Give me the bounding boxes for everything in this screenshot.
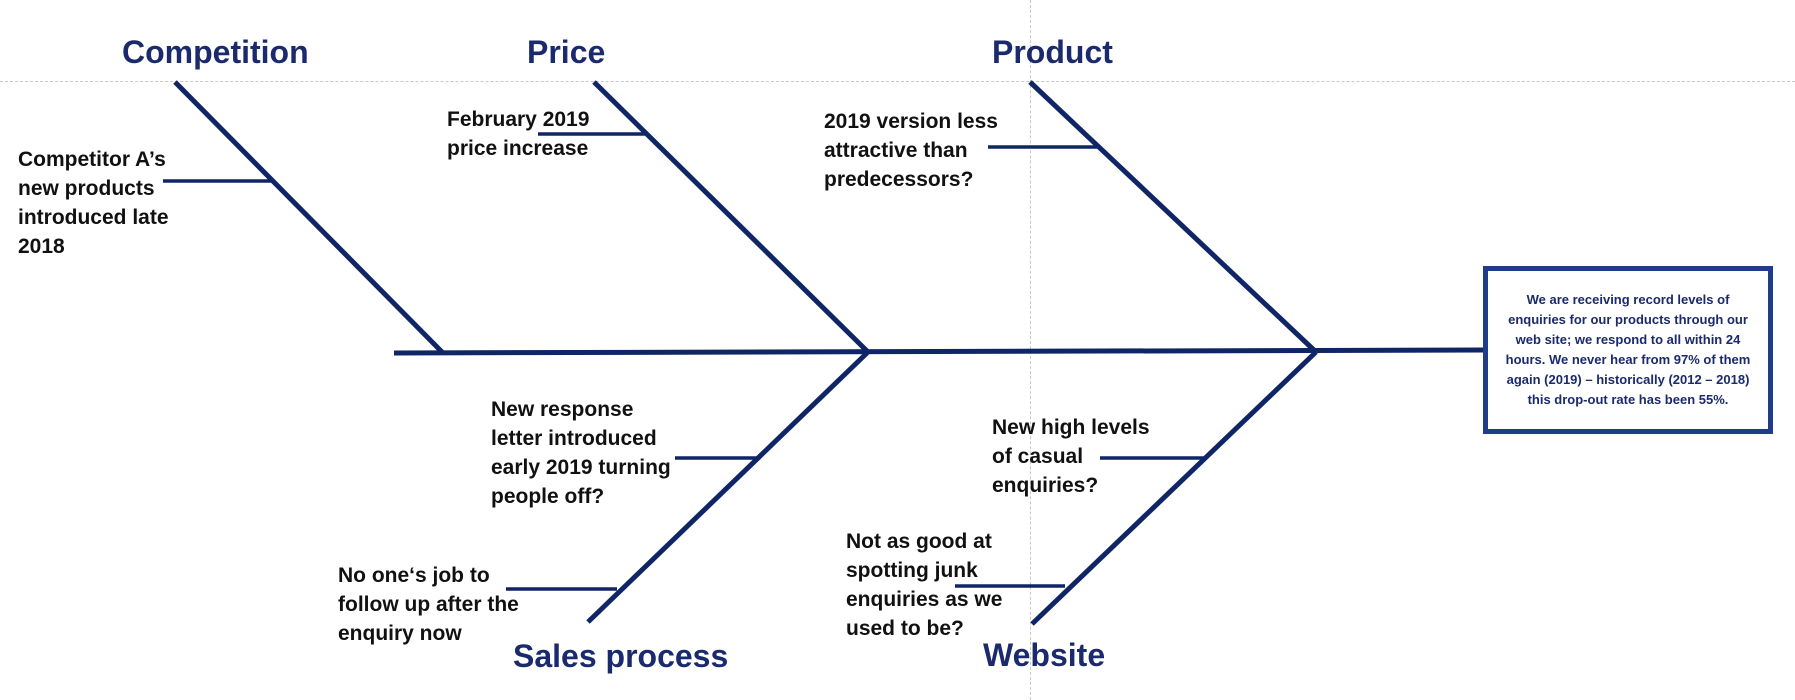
cause-website-1: New high levels of casual enquiries? [992,416,1150,497]
category-product: Product [992,34,1113,70]
effect-box: We are receiving record levels of enquir… [1483,266,1773,434]
effect-text: We are receiving record levels of enquir… [1505,292,1751,407]
cause-sales-1: New response letter introduced early 201… [491,398,671,508]
spine [393,347,1485,356]
category-price: Price [527,34,606,70]
bone-price [592,80,870,354]
cause-sales-2: No one‘s job to follow up after the enqu… [338,564,519,645]
cause-price-1: February 2019 price increase [447,108,590,160]
bone-product [1028,80,1318,354]
cause-website-2: Not as good at spotting junk enquiries a… [846,530,1003,640]
cause-product-1: 2019 version less attractive than predec… [824,110,998,191]
category-sales-process: Sales process [513,638,729,674]
category-competition: Competition [122,34,309,70]
guide-line-horizontal [0,81,1795,82]
cause-competition-1: Competitor A’s new products introduced l… [18,148,169,258]
bone-competition [173,80,444,354]
bone-sales-process [586,350,870,624]
category-website: Website [983,637,1106,673]
bone-website [1030,350,1318,626]
